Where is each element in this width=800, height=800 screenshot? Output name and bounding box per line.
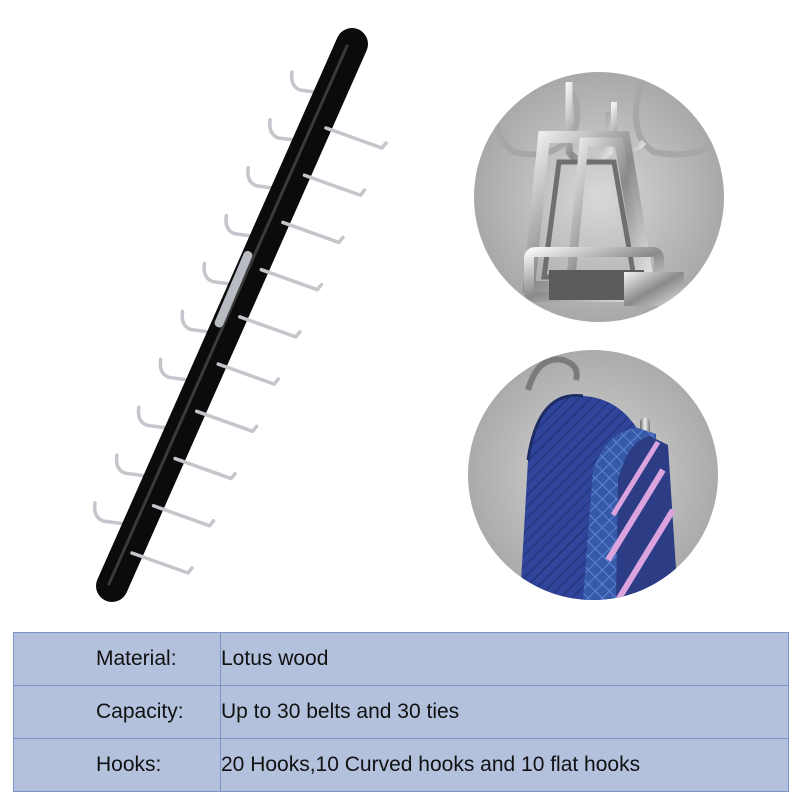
curved-hook (136, 405, 193, 433)
spec-row-material: Material: Lotus wood (13, 632, 789, 686)
curved-hook (202, 261, 259, 290)
curved-hook (158, 357, 215, 386)
product-figure (92, 28, 388, 602)
flat-hook (281, 220, 345, 245)
curved-hooks (92, 70, 346, 529)
spec-label: Material: (13, 632, 221, 686)
spec-label: Hooks: (13, 738, 221, 792)
flat-hook (238, 315, 302, 339)
belt-detail-photo (474, 72, 724, 322)
tie-detail-photo (468, 350, 718, 600)
curved-hook (268, 118, 324, 146)
curved-hook (289, 70, 346, 98)
spec-value: 20 Hooks,10 Curved hooks and 10 flat hoo… (220, 738, 789, 792)
curved-hook (224, 213, 281, 242)
tie-belt-rack-icon (92, 28, 388, 602)
curved-hook (180, 309, 237, 338)
curved-hook (114, 453, 171, 481)
flat-hook (173, 456, 237, 481)
flat-hook (259, 267, 324, 292)
flat-hooks (130, 126, 388, 575)
spec-value: Up to 30 belts and 30 ties (220, 685, 789, 739)
spec-value: Lotus wood (220, 632, 789, 686)
spec-row-hooks: Hooks: 20 Hooks,10 Curved hooks and 10 f… (13, 738, 789, 792)
spec-row-capacity: Capacity: Up to 30 belts and 30 ties (13, 685, 789, 739)
flat-hook (130, 551, 194, 575)
curved-hook (246, 166, 302, 194)
flat-hook (302, 173, 367, 197)
flat-hook (216, 362, 280, 386)
rack-bar (96, 28, 368, 602)
flat-hook (151, 504, 216, 528)
spec-table: Material: Lotus wood Capacity: Up to 30 … (13, 632, 789, 792)
belt-buckles-on-hooks-icon (474, 72, 724, 322)
curved-hook (92, 501, 149, 529)
flat-hook (324, 126, 388, 150)
spec-label: Capacity: (13, 685, 221, 739)
flat-hook (194, 409, 259, 434)
ties-on-hook-icon (468, 350, 718, 600)
spec-table-body: Material: Lotus wood Capacity: Up to 30 … (13, 632, 789, 792)
